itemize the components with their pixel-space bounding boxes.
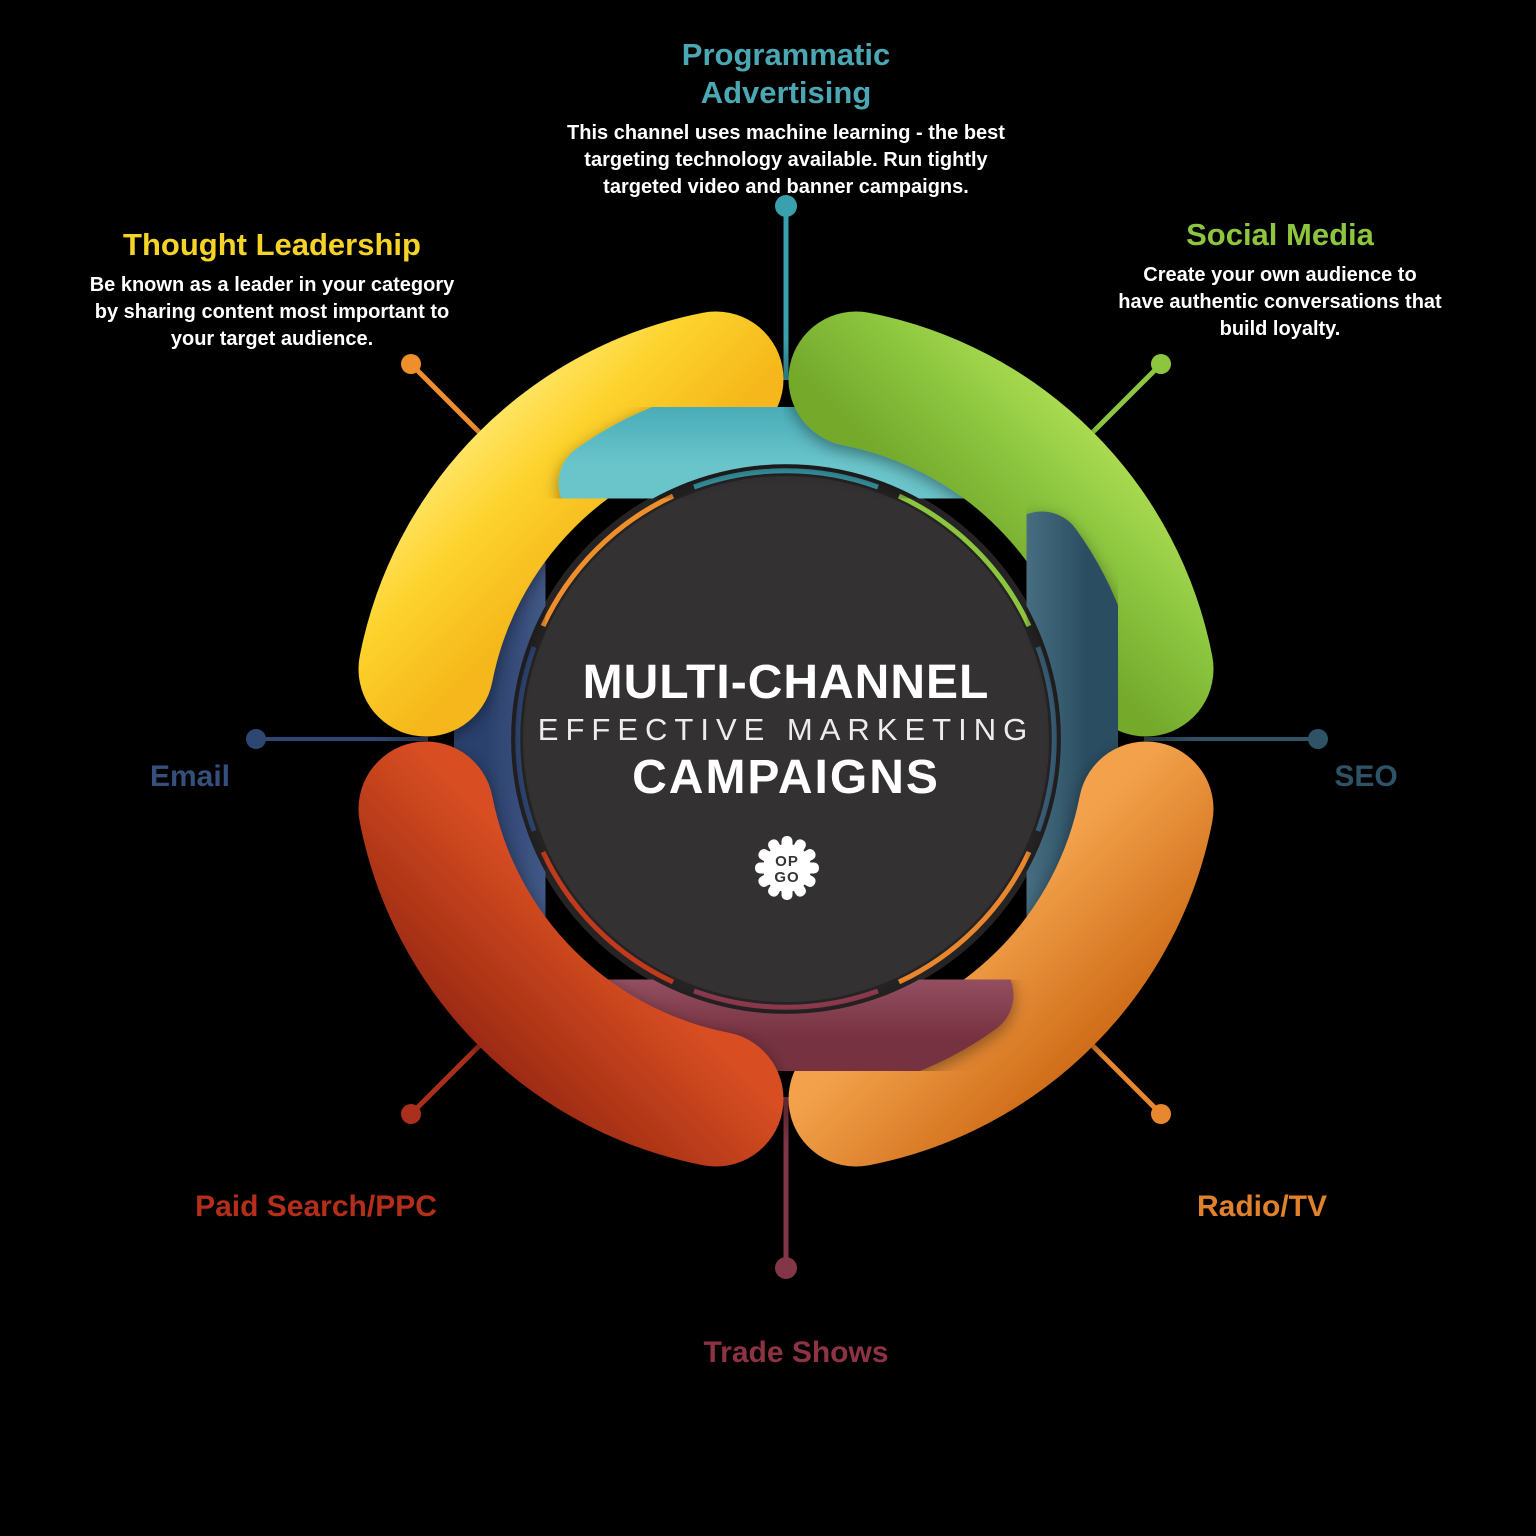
channel-label-paid-search: Paid Search/PPC: [195, 1190, 437, 1223]
connector-dot-social-media: [1151, 354, 1171, 374]
connector-dot-programmatic: [775, 195, 797, 217]
ring-arc-radio-tv: [897, 850, 1032, 985]
connector-dot-email: [246, 729, 266, 749]
center-title-line3: CAMPAIGNS: [632, 751, 940, 804]
channel-block-thought-leadership: Thought Leadership Be known as a leader …: [52, 226, 492, 353]
connector-line-thought-leadership: [412, 365, 481, 434]
channel-label-radio-tv: Radio/TV: [1196, 1190, 1327, 1223]
petal-radio-tv: [788, 741, 1214, 1167]
connector-dot-trade-shows: [775, 1257, 797, 1279]
ring-arc-paid-search: [540, 850, 675, 985]
gear-logo-icon: OP GO: [755, 836, 819, 900]
channel-label-trade-shows: Trade Shows: [703, 1336, 889, 1369]
channel-label-seo: SEO: [1334, 760, 1398, 793]
channel-title-social-media: Social Media: [1186, 217, 1374, 252]
ring-arc-email: [515, 646, 537, 832]
connector-dot-thought-leadership: [401, 354, 421, 374]
connector-dot-seo: [1308, 729, 1328, 749]
connector-dot-paid-search: [401, 1104, 421, 1124]
channel-description-social-media: Create your own audience to have authent…: [1118, 264, 1442, 340]
channel-title-thought-leadership: Thought Leadership: [123, 227, 421, 262]
ring-arc-thought-leadership: [540, 493, 675, 628]
connectors: [246, 195, 1328, 1279]
channel-description-programmatic: This channel uses machine learning - the…: [567, 122, 1005, 198]
connector-line-radio-tv: [1091, 1044, 1160, 1113]
accent-ring: [515, 468, 1057, 1010]
gear-logo-text-top: OP: [775, 853, 799, 870]
channel-block-programmatic: Programmatic Advertising This channel us…: [506, 36, 1066, 201]
ring-arc-social-media: [897, 493, 1032, 628]
center-circle: [523, 476, 1049, 1002]
gear-logo-text-bottom: GO: [774, 869, 799, 886]
petal-paid-search: [358, 741, 784, 1167]
petal-thought-leadership: [358, 311, 784, 737]
center-title-line1: MULTI-CHANNEL: [582, 656, 990, 709]
center-title-block: MULTI-CHANNEL EFFECTIVE MARKETING CAMPAI…: [511, 658, 1061, 804]
channel-block-social-media: Social Media Create your own audience to…: [1060, 216, 1500, 343]
channel-description-thought-leadership: Be known as a leader in your category by…: [89, 274, 455, 350]
ring-arc-programmatic: [693, 468, 879, 490]
channel-label-email: Email: [149, 760, 231, 793]
petal-social-media: [788, 311, 1214, 737]
channel-title-programmatic: Programmatic Advertising: [681, 37, 891, 110]
connector-dot-radio-tv: [1151, 1104, 1171, 1124]
petals: [358, 311, 1214, 1167]
connector-line-paid-search: [412, 1044, 481, 1113]
ring-arc-trade-shows: [693, 988, 879, 1010]
ring-arc-seo: [1035, 646, 1057, 832]
center-title-line2: EFFECTIVE MARKETING: [537, 712, 1035, 747]
connector-line-social-media: [1091, 365, 1160, 434]
